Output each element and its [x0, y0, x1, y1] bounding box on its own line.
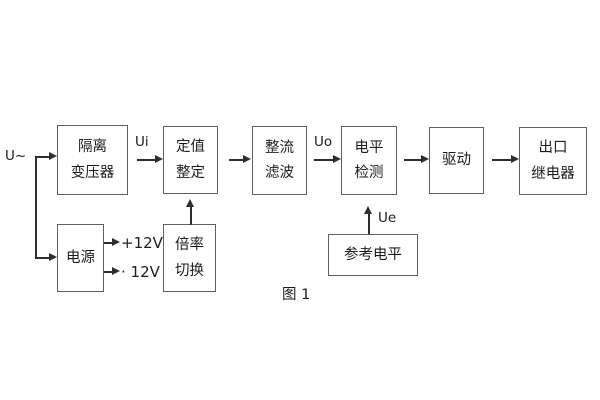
block-label: 继电器 [531, 165, 575, 182]
block-level-detection: 电平 检测 [341, 126, 397, 195]
ui-signal-label: Ui [135, 134, 149, 150]
connector-2-3 [229, 159, 244, 161]
block-label: 隔离 [78, 139, 107, 155]
block-isolation-transformer: 隔离 变压器 [57, 125, 128, 195]
arrowhead-up-to-setting [186, 199, 194, 207]
arrowhead-to-output-relay [511, 155, 519, 163]
block-label: 电平 [354, 139, 384, 156]
arrowhead-minus12v [112, 267, 120, 275]
ue-signal-label: Ue [378, 210, 397, 226]
power-minus12v-line [104, 271, 114, 273]
input-branch-bottom-hline [35, 257, 50, 259]
connector-3-4 [314, 159, 334, 161]
block-reference-level: 参考电平 [328, 234, 418, 276]
ratio-switch-up-line [190, 206, 192, 225]
block-label: 整流 [265, 139, 294, 156]
block-label: 电源 [66, 249, 95, 266]
block-label: 参考电平 [344, 246, 402, 263]
block-label: 变压器 [70, 164, 115, 181]
block-power: 电源 [57, 224, 104, 292]
connector-5-6 [492, 159, 512, 161]
arrowhead-to-level-detection [333, 155, 341, 163]
block-label: 驱动 [442, 152, 471, 169]
block-label: 出口 [538, 140, 568, 156]
arrowhead-to-isolation-transformer [49, 152, 57, 160]
reference-level-up-line [368, 213, 370, 234]
arrowhead-up-to-level-detection [364, 206, 372, 214]
input-branch-vline [35, 157, 37, 259]
block-label: 整定 [176, 164, 205, 181]
arrowhead-to-drive [421, 155, 429, 163]
connector-1-2 [137, 159, 156, 161]
input-branch-top-hline [35, 156, 50, 158]
figure-caption: 图 1 [282, 287, 311, 303]
block-setting: 定值 整定 [163, 126, 218, 194]
block-output-relay: 出口 继电器 [519, 127, 587, 195]
block-label: 切换 [175, 262, 204, 279]
block-label: 倍率 [175, 237, 204, 253]
block-label: 检测 [354, 165, 384, 181]
power-plus12v-line [104, 242, 114, 244]
block-label: 滤波 [265, 165, 294, 181]
plus12v-label: +12V [121, 234, 163, 252]
arrowhead-plus12v [112, 238, 120, 246]
minus12v-label: · 12V [121, 263, 160, 281]
arrowhead-to-rectifier-filter [243, 155, 251, 163]
block-ratio-switch: 倍率 切换 [163, 224, 216, 292]
block-drive: 驱动 [429, 127, 484, 194]
block-rectifier-filter: 整流 滤波 [252, 126, 307, 195]
block-label: 定值 [176, 139, 205, 155]
uo-signal-label: Uo [314, 134, 333, 150]
connector-4-5 [404, 159, 422, 161]
input-signal-label: U~ [5, 148, 27, 164]
arrowhead-to-power [49, 253, 57, 261]
arrowhead-to-setting [155, 155, 163, 163]
